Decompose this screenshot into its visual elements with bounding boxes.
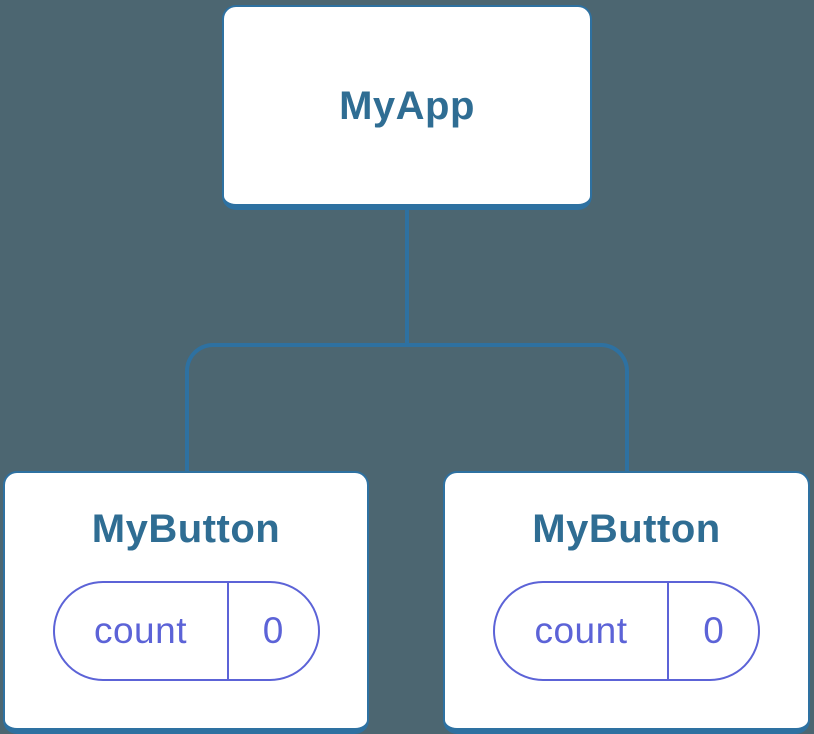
connector-branch-bracket — [185, 343, 629, 471]
connector-root-stem — [405, 208, 409, 345]
state-pill-value-left: 0 — [226, 582, 318, 679]
node-title-myapp: MyApp — [339, 83, 475, 128]
tree-node-mybutton-left: MyButton count 0 — [3, 471, 369, 734]
state-pill-key-right: count — [534, 609, 628, 651]
node-title-mybutton-right: MyButton — [532, 506, 721, 551]
state-pill-key-left: count — [93, 609, 187, 651]
node-title-mybutton-left: MyButton — [91, 506, 281, 551]
tree-node-myapp: MyApp — [222, 5, 592, 210]
state-pill-right: count 0 — [493, 580, 760, 681]
state-pill-value-right: 0 — [667, 582, 758, 679]
tree-node-mybutton-right: MyButton count 0 — [443, 471, 810, 734]
state-pill-left: count 0 — [52, 580, 320, 681]
